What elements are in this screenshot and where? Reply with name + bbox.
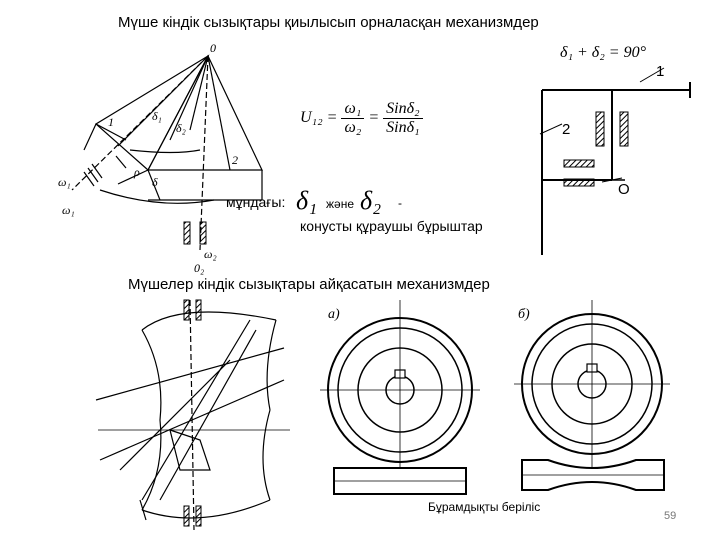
schematic-label-o: O bbox=[618, 181, 630, 198]
ratio-formula: U₁₂ = ω₁ ω₂ = Sinδ₂ Sinδ₁ bbox=[300, 100, 423, 137]
cone-label-w1a: ω₁ bbox=[58, 175, 71, 189]
bevel-cone-drawing bbox=[71, 54, 263, 251]
delta1-symbol: δ₁ bbox=[296, 186, 318, 215]
title-bottom: Мүшелер кіндік сызықтары айқасатын механ… bbox=[128, 276, 490, 293]
formula-fraction-omega: ω₁ ω₂ bbox=[341, 100, 365, 137]
cone-label-top: 0 bbox=[210, 41, 216, 55]
hypoid-gear-drawing bbox=[95, 299, 290, 531]
cone-bearings bbox=[183, 221, 207, 245]
formula-num2: Sinδ₂ bbox=[383, 100, 423, 119]
cone-label-w1b: ω₁ bbox=[62, 203, 75, 217]
cone-label-w2: ω₂ bbox=[204, 247, 217, 261]
where-label: мұндағы: bbox=[226, 194, 286, 210]
cone-text: конусты құраушы бұрыштар bbox=[300, 218, 483, 234]
worm-gear-a bbox=[320, 300, 480, 495]
formula-num1: ω₁ bbox=[341, 100, 365, 119]
bevel-schematic bbox=[539, 67, 691, 255]
formula-den1: ω₂ bbox=[344, 119, 362, 136]
title-top: Мүше кіндік сызықтары қиылысып орналасқа… bbox=[118, 14, 539, 31]
schematic-bearings bbox=[563, 111, 629, 187]
cone-label-d2: δ₂ bbox=[176, 121, 186, 135]
delta2-symbol: δ₂ bbox=[360, 186, 382, 215]
cone-label-1: 1 bbox=[108, 115, 114, 129]
schematic-label-2: 2 bbox=[562, 121, 570, 138]
cone-label-o2: 0₂ bbox=[194, 261, 204, 275]
formula-eq: = bbox=[368, 109, 380, 127]
angle-sum-formula: δ₁ + δ₂ = 90° bbox=[560, 44, 646, 61]
cone-label-d1: δ₁ bbox=[152, 109, 162, 123]
cone-label-2: 2 bbox=[232, 153, 238, 167]
and-word: және bbox=[326, 197, 355, 211]
hypoid-bearings bbox=[183, 299, 202, 527]
formula-lhs: U₁₂ = bbox=[300, 109, 338, 127]
formula-fraction-sin: Sinδ₂ Sinδ₁ bbox=[383, 100, 423, 137]
cone-label-delta: δ bbox=[152, 175, 158, 189]
worm-tag-a: а) bbox=[328, 307, 340, 322]
schematic-label-1: 1 bbox=[656, 63, 664, 80]
worm-gear-b bbox=[514, 300, 670, 491]
formula-den2: Sinδ₁ bbox=[386, 119, 420, 136]
dash: - bbox=[398, 196, 402, 210]
cone-label-rho: ρ bbox=[133, 165, 140, 179]
worm-tag-b: б) bbox=[518, 307, 530, 322]
worm-gear-label: Бұрамдықты беріліс bbox=[428, 500, 541, 514]
page-number: 59 bbox=[664, 510, 677, 522]
